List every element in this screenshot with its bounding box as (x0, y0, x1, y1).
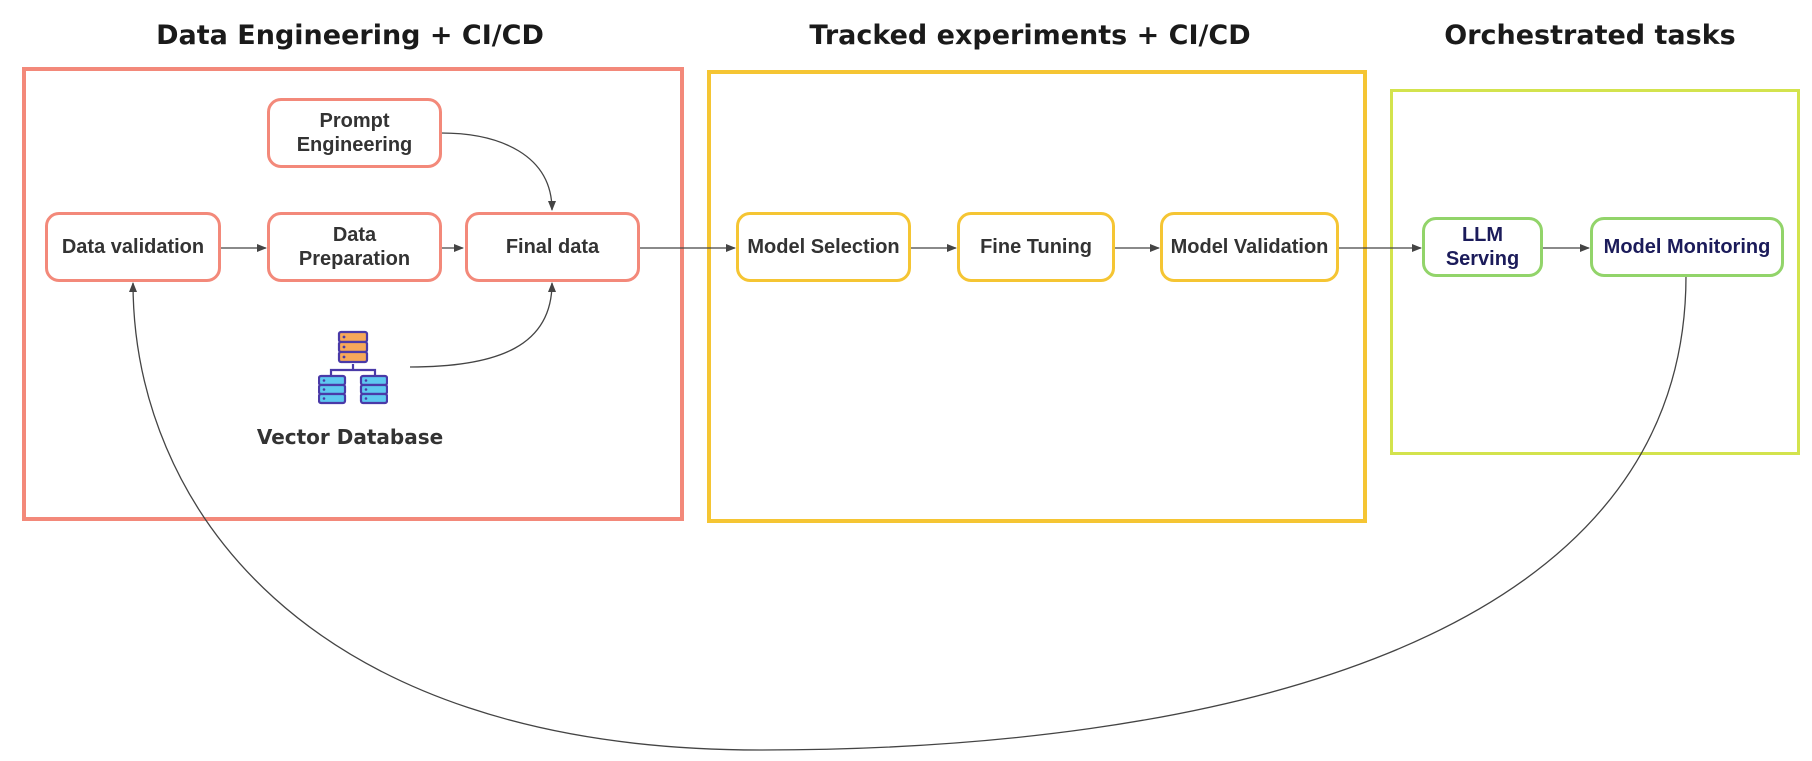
edge-vector-database-to-final-data (409, 282, 556, 368)
group-title-data-engineering: Data Engineering + CI/CD (156, 20, 544, 51)
group-title-orchestrated-tasks: Orchestrated tasks (1444, 20, 1736, 51)
node-model-monitoring-label: Model Monitoring (1603, 236, 1771, 258)
node-final-data: Final data (465, 212, 640, 282)
node-final-data-label: Final data (505, 236, 600, 258)
node-fine-tuning-label: Fine Tuning (980, 236, 1092, 258)
node-data-preparation-line2: Preparation (298, 248, 411, 270)
node-model-validation: Model Validation (1160, 212, 1339, 282)
node-model-selection-label: Model Selection (747, 236, 900, 258)
node-data-validation: Data validation (45, 212, 221, 282)
node-prompt-engineering-line2: Engineering (296, 134, 413, 156)
node-model-monitoring: Model Monitoring (1590, 217, 1784, 277)
group-box-data-engineering (22, 67, 684, 521)
edge-prompt-engineering-to-final-data (440, 132, 556, 211)
node-model-validation-label: Model Validation (1170, 236, 1329, 258)
database-servers-icon (318, 330, 388, 405)
node-llm-serving-line2: Serving (1445, 248, 1520, 270)
vector-database-label: Vector Database (256, 425, 444, 449)
edge-model-monitoring-to-data-validation (129, 275, 1687, 751)
node-data-validation-label: Data validation (61, 236, 205, 258)
group-box-tracked-experiments (707, 70, 1367, 523)
node-data-preparation-line1: Data (332, 224, 377, 246)
node-model-selection: Model Selection (736, 212, 911, 282)
node-llm-serving-line1: LLM (1461, 224, 1504, 246)
node-fine-tuning: Fine Tuning (957, 212, 1115, 282)
group-box-orchestrated-tasks (1390, 89, 1800, 455)
group-title-tracked-experiments: Tracked experiments + CI/CD (809, 20, 1251, 51)
node-prompt-engineering-line1: Prompt (319, 110, 390, 132)
